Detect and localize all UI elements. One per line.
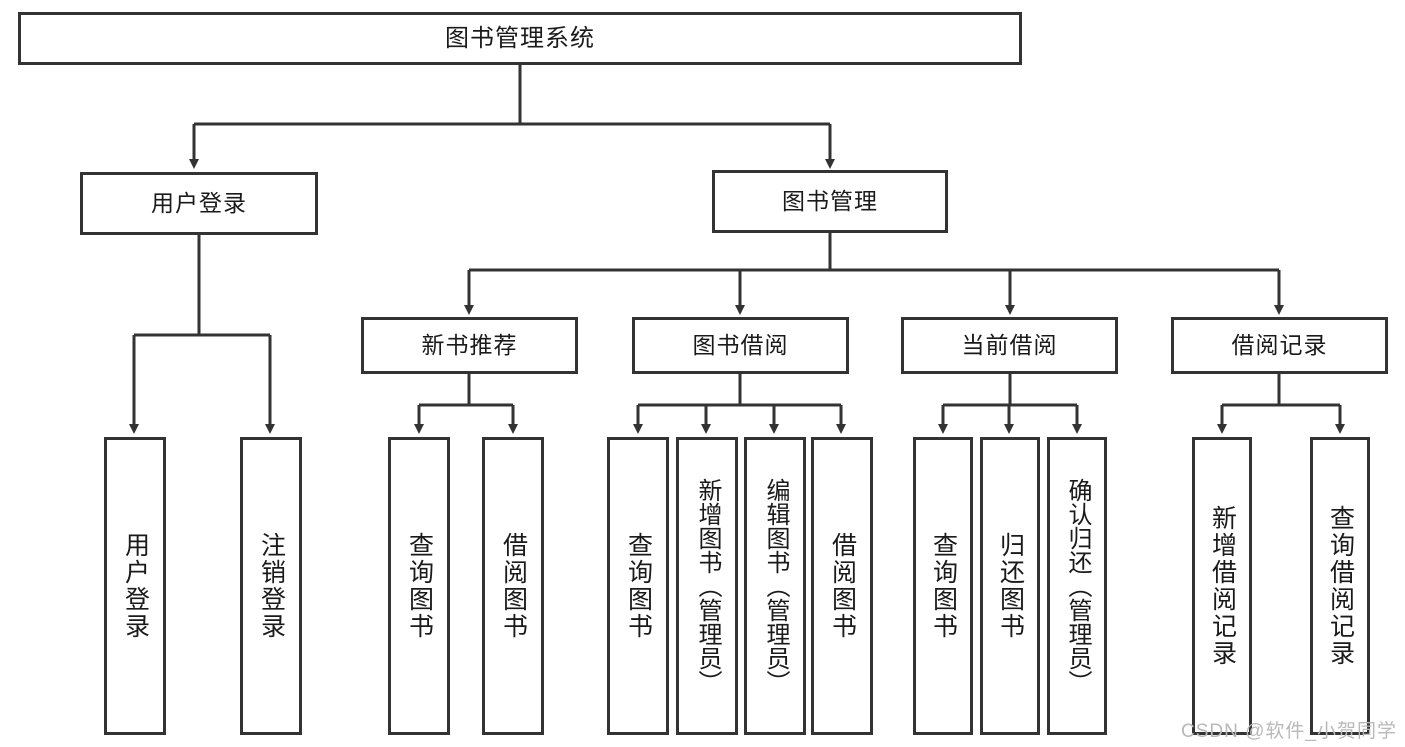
node-user-login[interactable]: 用户登录 xyxy=(80,172,318,235)
leaf-borrow-edit-book-admin[interactable]: 编辑图书（管理员） xyxy=(744,437,806,735)
node-book-borrow[interactable]: 图书借阅 xyxy=(632,317,849,374)
leaf-borrow-borrow-book[interactable]: 借阅图书 xyxy=(811,437,873,735)
node-borrow-record[interactable]: 借阅记录 xyxy=(1171,317,1388,374)
leaf-user-login-signout[interactable]: 注销登录 xyxy=(240,437,302,735)
leaf-label: 注销登录 xyxy=(257,532,286,640)
leaf-borrow-add-book-admin[interactable]: 新增图书（管理员） xyxy=(676,437,738,735)
leaf-label: 查询借阅记录 xyxy=(1326,505,1355,667)
node-new-book-recommend[interactable]: 新书推荐 xyxy=(361,317,578,374)
node-root[interactable]: 图书管理系统 xyxy=(18,12,1022,65)
leaf-current-query-book[interactable]: 查询图书 xyxy=(913,437,973,735)
leaf-label: 新增图书（管理员） xyxy=(693,478,721,694)
leaf-label: 借阅图书 xyxy=(828,532,857,640)
node-current-borrow[interactable]: 当前借阅 xyxy=(901,317,1118,374)
leaf-new-book-borrow[interactable]: 借阅图书 xyxy=(482,437,544,735)
leaf-new-book-query[interactable]: 查询图书 xyxy=(388,437,450,735)
leaf-label: 归还图书 xyxy=(996,532,1025,640)
leaf-label: 编辑图书（管理员） xyxy=(761,478,789,694)
leaf-label: 新增借阅记录 xyxy=(1208,505,1237,667)
leaf-label: 查询图书 xyxy=(405,532,434,640)
leaf-record-add[interactable]: 新增借阅记录 xyxy=(1192,437,1252,735)
leaf-borrow-query-book[interactable]: 查询图书 xyxy=(607,437,669,735)
leaf-label: 查询图书 xyxy=(624,532,653,640)
leaf-current-confirm-return-admin[interactable]: 确认归还（管理员） xyxy=(1047,437,1107,735)
node-book-management[interactable]: 图书管理 xyxy=(712,170,948,233)
leaf-label: 查询图书 xyxy=(929,532,958,640)
leaf-label: 借阅图书 xyxy=(499,532,528,640)
leaf-user-login-signin[interactable]: 用户登录 xyxy=(104,437,166,735)
leaf-label: 用户登录 xyxy=(121,532,150,640)
leaf-current-return-book[interactable]: 归还图书 xyxy=(980,437,1040,735)
leaf-record-query[interactable]: 查询借阅记录 xyxy=(1310,437,1370,735)
leaf-label: 确认归还（管理员） xyxy=(1063,478,1091,694)
